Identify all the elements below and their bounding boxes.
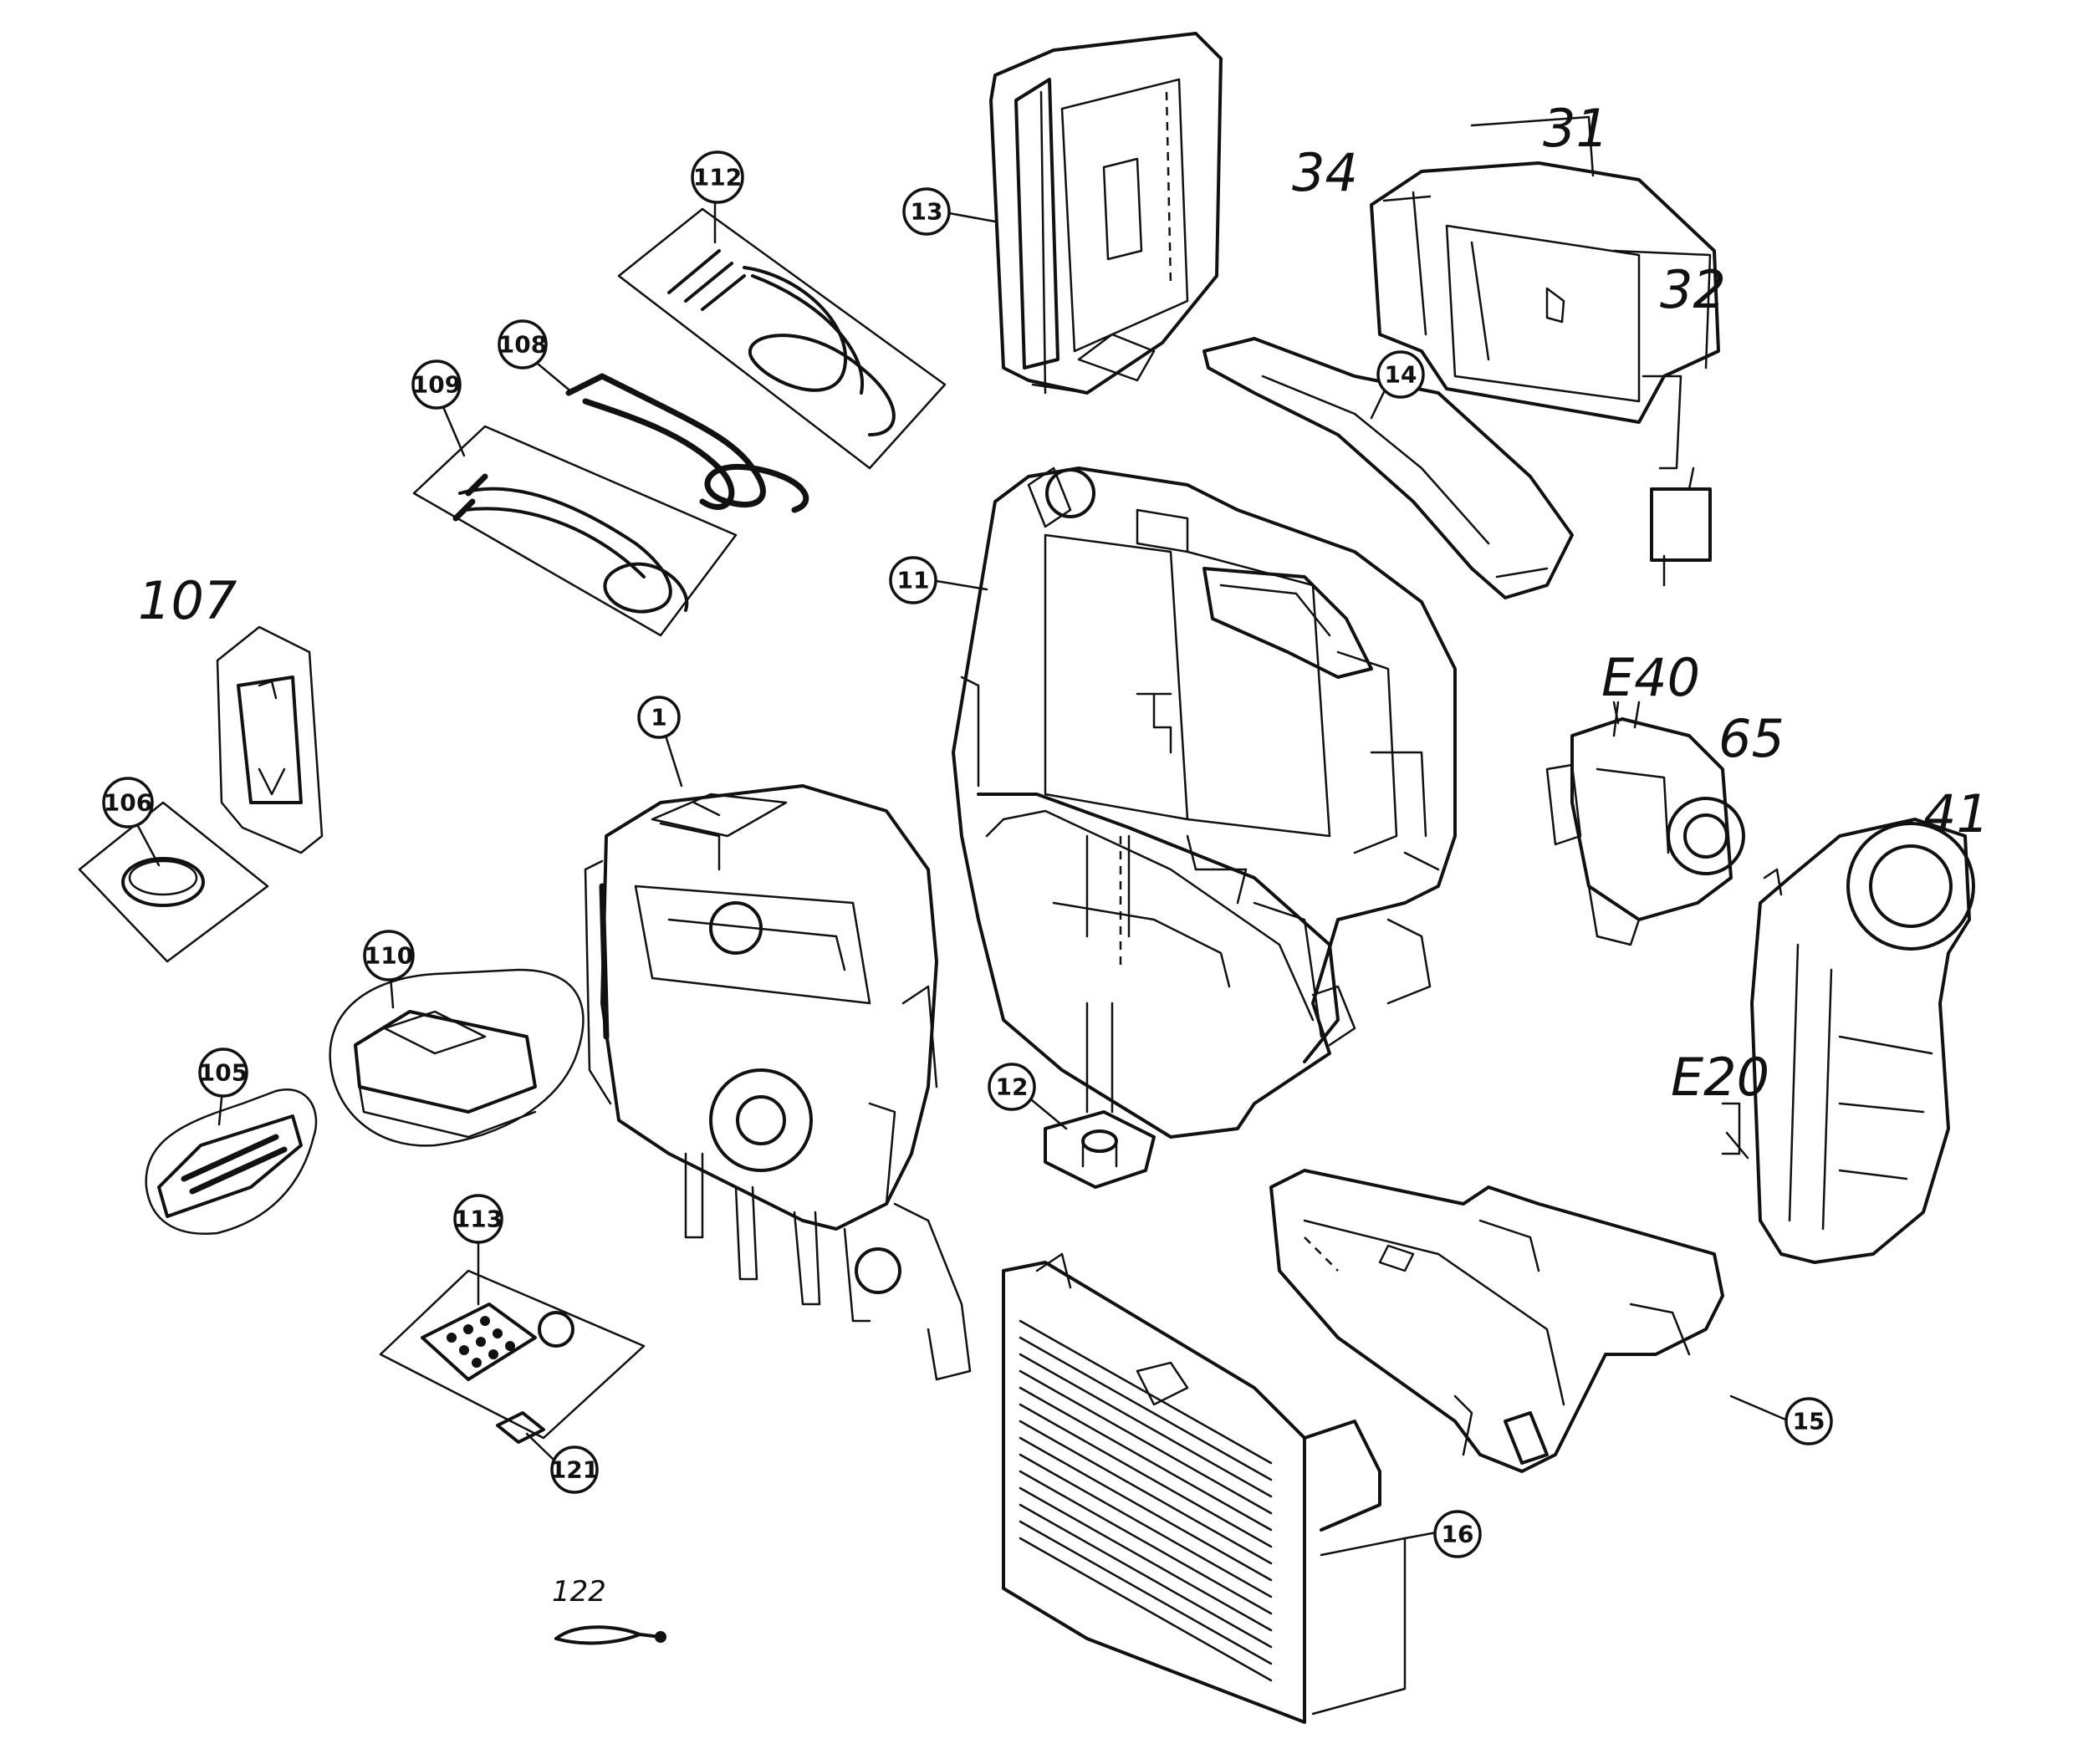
callout-105: 105	[198, 1048, 248, 1098]
label-122: 122	[552, 1575, 606, 1609]
callout-108: 108	[498, 319, 548, 370]
callout-14: 14	[1376, 350, 1425, 399]
callout-13: 13	[902, 187, 951, 236]
part-65-lens-block	[1545, 701, 1745, 946]
label-65: 65	[1718, 708, 1785, 769]
svg-text:15: 15	[1793, 1408, 1825, 1435]
part-15-side-panel	[1269, 1169, 1724, 1473]
svg-text:16: 16	[1442, 1521, 1474, 1548]
callout-121: 121	[550, 1445, 599, 1494]
part-13-side-panel	[989, 32, 1223, 395]
part-31-top-cover	[1370, 115, 1720, 587]
svg-text:14: 14	[1385, 361, 1417, 389]
callout-11: 11	[889, 556, 937, 604]
callout-110: 110	[363, 930, 415, 981]
part-108-cable	[565, 373, 809, 513]
label-41: 41	[1923, 783, 1989, 844]
leader-lines	[136, 199, 1791, 1540]
part-11-main-chassis	[952, 466, 1457, 1139]
part-122-strap	[554, 1625, 666, 1645]
label-E40: E40	[1601, 647, 1700, 708]
part-16-grille-cover	[1002, 1252, 1407, 1724]
svg-text:12: 12	[996, 1073, 1029, 1101]
callout-106: 106	[102, 777, 154, 828]
part-106-coin-battery	[78, 801, 269, 963]
callout-15: 15	[1785, 1397, 1833, 1445]
svg-text:11: 11	[897, 567, 930, 594]
svg-text:110: 110	[365, 942, 413, 970]
svg-text:105: 105	[199, 1059, 248, 1087]
part-14-top-strip	[1202, 337, 1574, 599]
label-32: 32	[1660, 259, 1726, 320]
label-107: 107	[138, 570, 237, 631]
svg-text:113: 113	[454, 1206, 503, 1233]
part-41-front-cover	[1721, 818, 1975, 1264]
label-31: 31	[1543, 98, 1609, 159]
part-109-cable	[412, 425, 738, 637]
svg-text:106: 106	[104, 789, 152, 817]
part-112-av-cable	[617, 207, 947, 470]
callout-16: 16	[1433, 1510, 1482, 1558]
label-34: 34	[1292, 142, 1358, 203]
svg-text:112: 112	[693, 164, 742, 191]
svg-text:108: 108	[498, 331, 547, 359]
callout-112: 112	[691, 150, 744, 204]
part-113-remote-control	[379, 1269, 646, 1444]
svg-text:1: 1	[651, 704, 666, 732]
part-110-charger	[329, 968, 585, 1147]
callout-1: 1	[637, 696, 681, 739]
callout-12: 12	[988, 1063, 1036, 1111]
part-1-deck-mechanism	[584, 784, 972, 1381]
part-105-battery-pack	[145, 1088, 318, 1235]
svg-text:109: 109	[412, 371, 461, 399]
part-12-bracket	[1044, 1002, 1156, 1189]
part-107-battery	[216, 625, 324, 854]
svg-text:121: 121	[550, 1456, 599, 1484]
svg-text:13: 13	[911, 198, 943, 226]
callout-109: 109	[411, 359, 462, 410]
callout-113: 113	[453, 1194, 503, 1244]
label-E20: E20	[1671, 1047, 1769, 1108]
